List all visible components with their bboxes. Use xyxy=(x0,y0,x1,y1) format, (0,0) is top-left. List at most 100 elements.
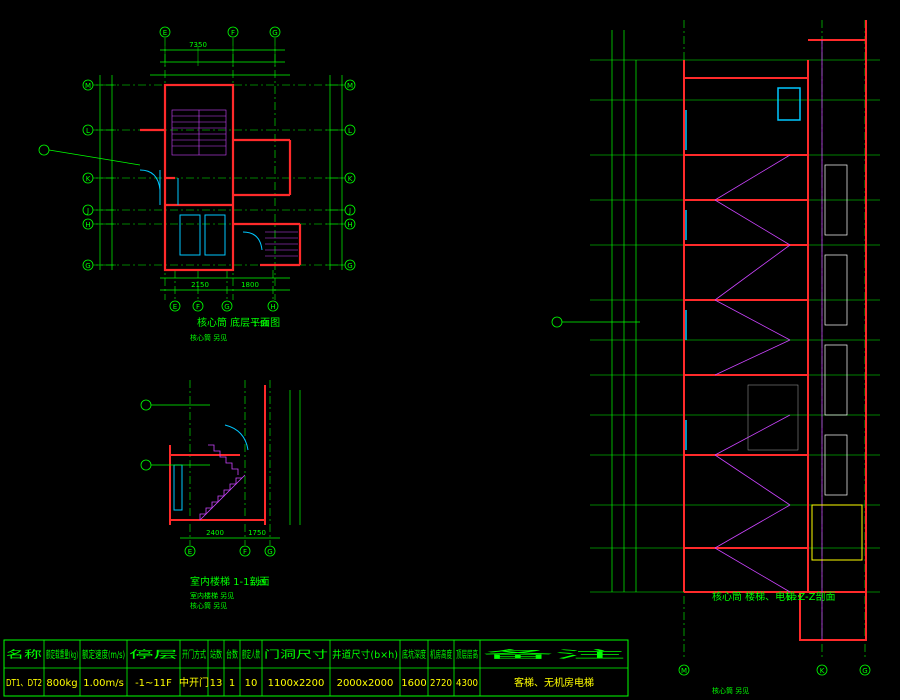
plan-grid-label-right-4: J xyxy=(348,207,351,215)
section-grid-label-2: K xyxy=(820,667,825,675)
plan-dimension-lines xyxy=(96,46,346,291)
stair-scale: 1:25 xyxy=(250,579,266,587)
plan-grid-labels: E F G E F G H M L K J H G M L K J H G xyxy=(85,29,353,311)
stair-grid-label-1: E xyxy=(188,548,192,556)
plan-title: 核心筒 底层平面图 xyxy=(197,316,280,329)
table-value-cell: -1~11F xyxy=(135,678,172,689)
table-header-cell: 底坑深度 xyxy=(402,648,426,661)
table-value-cell: 1600 xyxy=(401,678,426,689)
section-dimension-lines xyxy=(611,30,637,592)
stair-dim-2: 1750 xyxy=(248,529,266,537)
table-value-cell: 2720 xyxy=(430,678,452,689)
plan-scale: 1:50 xyxy=(253,320,269,328)
table-header-cell: 井道尺寸(b×h) xyxy=(332,648,398,661)
table-header-cell: 顶层层高 xyxy=(456,648,478,661)
plan-grid-label-right-5: H xyxy=(347,221,352,229)
plan-grid-label-right-3: K xyxy=(348,175,353,183)
section-elevator-doors xyxy=(824,164,848,496)
plan-grid-lines xyxy=(90,38,355,300)
elevator-schedule-table: 名称额定载重量(kg) 额定速度(m/s) 停层开门方式站数台数额定人数门洞尺寸井道… xyxy=(3,639,629,697)
core-vertical-section: M K G 核心筒 楼梯、电梯 Z-Z剖面 1:25 核心筒 另见 xyxy=(551,20,880,695)
table-value-cell: 4300 xyxy=(456,678,478,689)
section-scale: 1:25 xyxy=(786,594,802,602)
table-value-cell: 2000x2000 xyxy=(337,678,394,689)
stair-grid-lines xyxy=(189,380,271,545)
stair-note-1: 室内楼梯 另见 xyxy=(190,591,234,600)
table-header-cell: 名称 xyxy=(6,648,42,661)
plan-grid-label-bottom-4: H xyxy=(270,303,275,311)
stair-flight xyxy=(199,444,246,521)
section-note: 核心筒 另见 xyxy=(712,686,749,695)
plan-grid-label-top-2: F xyxy=(231,29,235,37)
table-header-cell: 门洞尺寸 xyxy=(264,648,328,661)
plan-grid-label-left-2: L xyxy=(86,127,90,135)
plan-dim-bottom-1: 2150 xyxy=(191,281,209,289)
plan-grid-label-left-4: J xyxy=(86,207,89,215)
section-windows xyxy=(685,87,801,450)
table-header-cell: 站数 xyxy=(210,648,222,661)
table-header-cell: 额定人数 xyxy=(242,648,260,661)
table-value-cell: DT1、DT2 xyxy=(6,678,42,689)
elevator-car xyxy=(811,504,863,561)
table-value-cell: 13 xyxy=(210,678,223,689)
stair-dim-1: 2400 xyxy=(206,529,224,537)
stair-openings xyxy=(173,424,249,511)
plan-grid-label-top-3: G xyxy=(272,29,277,37)
plan-walls xyxy=(140,83,302,272)
plan-dim-top: 7350 xyxy=(189,41,207,49)
section-grid-label-3: G xyxy=(862,667,867,675)
plan-openings xyxy=(139,169,263,256)
table-header: 名称额定载重量(kg) 额定速度(m/s) 停层开门方式站数台数额定人数门洞尺寸井道… xyxy=(6,648,626,661)
table-header-cell: 停层 xyxy=(129,648,178,661)
table-value-cell: 中开门 xyxy=(179,676,209,689)
section-grid-bubbles xyxy=(678,664,871,676)
plan-grid-label-left-3: K xyxy=(86,175,91,183)
plan-grid-label-top-1: E xyxy=(163,29,167,37)
plan-stair-treads xyxy=(171,109,298,257)
table-column-dividers xyxy=(43,640,481,696)
section-grid-label-1: M xyxy=(681,667,687,675)
stair-walls xyxy=(169,385,266,525)
section-hatch-area xyxy=(747,384,799,451)
plan-grid-label-right-2: L xyxy=(348,127,352,135)
table-value-cell: 10 xyxy=(245,678,258,689)
section-walls xyxy=(683,20,867,641)
stair-markers xyxy=(140,399,210,471)
section-title: 核心筒 楼梯、电梯 Z-Z剖面 xyxy=(712,590,836,603)
table-value-cell: 客梯、无机房电梯 xyxy=(514,676,594,689)
table-header-cell: 开门方式 xyxy=(182,648,206,661)
stair-title: 室内楼梯 1-1剖面 xyxy=(190,575,270,588)
table-value-cell: 1.00m/s xyxy=(83,678,124,689)
section-stair-flights xyxy=(714,40,823,640)
plan-grid-label-bottom-1: E xyxy=(173,303,177,311)
plan-grid-label-right-1: M xyxy=(347,82,353,90)
section-level-lines xyxy=(590,59,880,593)
plan-grid-label-left-1: M xyxy=(85,82,91,90)
table-header-cell: 机房高度 xyxy=(430,648,452,661)
stair-note-2: 核心筒 另见 xyxy=(190,601,227,610)
plan-section-marker xyxy=(38,144,141,166)
section-marker xyxy=(551,316,640,328)
stair-grid-label-3: G xyxy=(267,548,272,556)
table-header-cell: 备注 xyxy=(482,648,626,661)
plan-grid-label-left-5: H xyxy=(85,221,90,229)
table-header-cell: 台数 xyxy=(226,648,238,661)
plan-grid-label-bottom-2: F xyxy=(196,303,200,311)
stair-grid-label-2: F xyxy=(243,548,247,556)
table-header-cell: 额定速度(m/s) xyxy=(82,648,125,661)
stair-section-view: E F G 2400 1750 室内楼梯 1-1剖面 1:25 室内楼梯 另见 … xyxy=(140,380,301,610)
core-floor-plan: E F G E F G H M L K J H G M L K J H G 73… xyxy=(38,26,356,342)
plan-grid-label-bottom-3: G xyxy=(224,303,229,311)
table-value-cell: 1 xyxy=(229,678,235,689)
table-value-cell: 800kg xyxy=(46,678,77,689)
plan-note: 核心筒 另见 xyxy=(190,333,227,342)
stair-dimension-lines xyxy=(180,390,301,539)
plan-grid-bubbles xyxy=(82,26,356,312)
plan-grid-label-left-6: G xyxy=(85,262,90,270)
table-header-cell: 额定载重量(kg) xyxy=(46,648,78,661)
plan-grid-label-right-6: G xyxy=(347,262,352,270)
plan-dim-bottom-2: 1800 xyxy=(241,281,259,289)
stair-grid-bubbles xyxy=(184,545,276,557)
